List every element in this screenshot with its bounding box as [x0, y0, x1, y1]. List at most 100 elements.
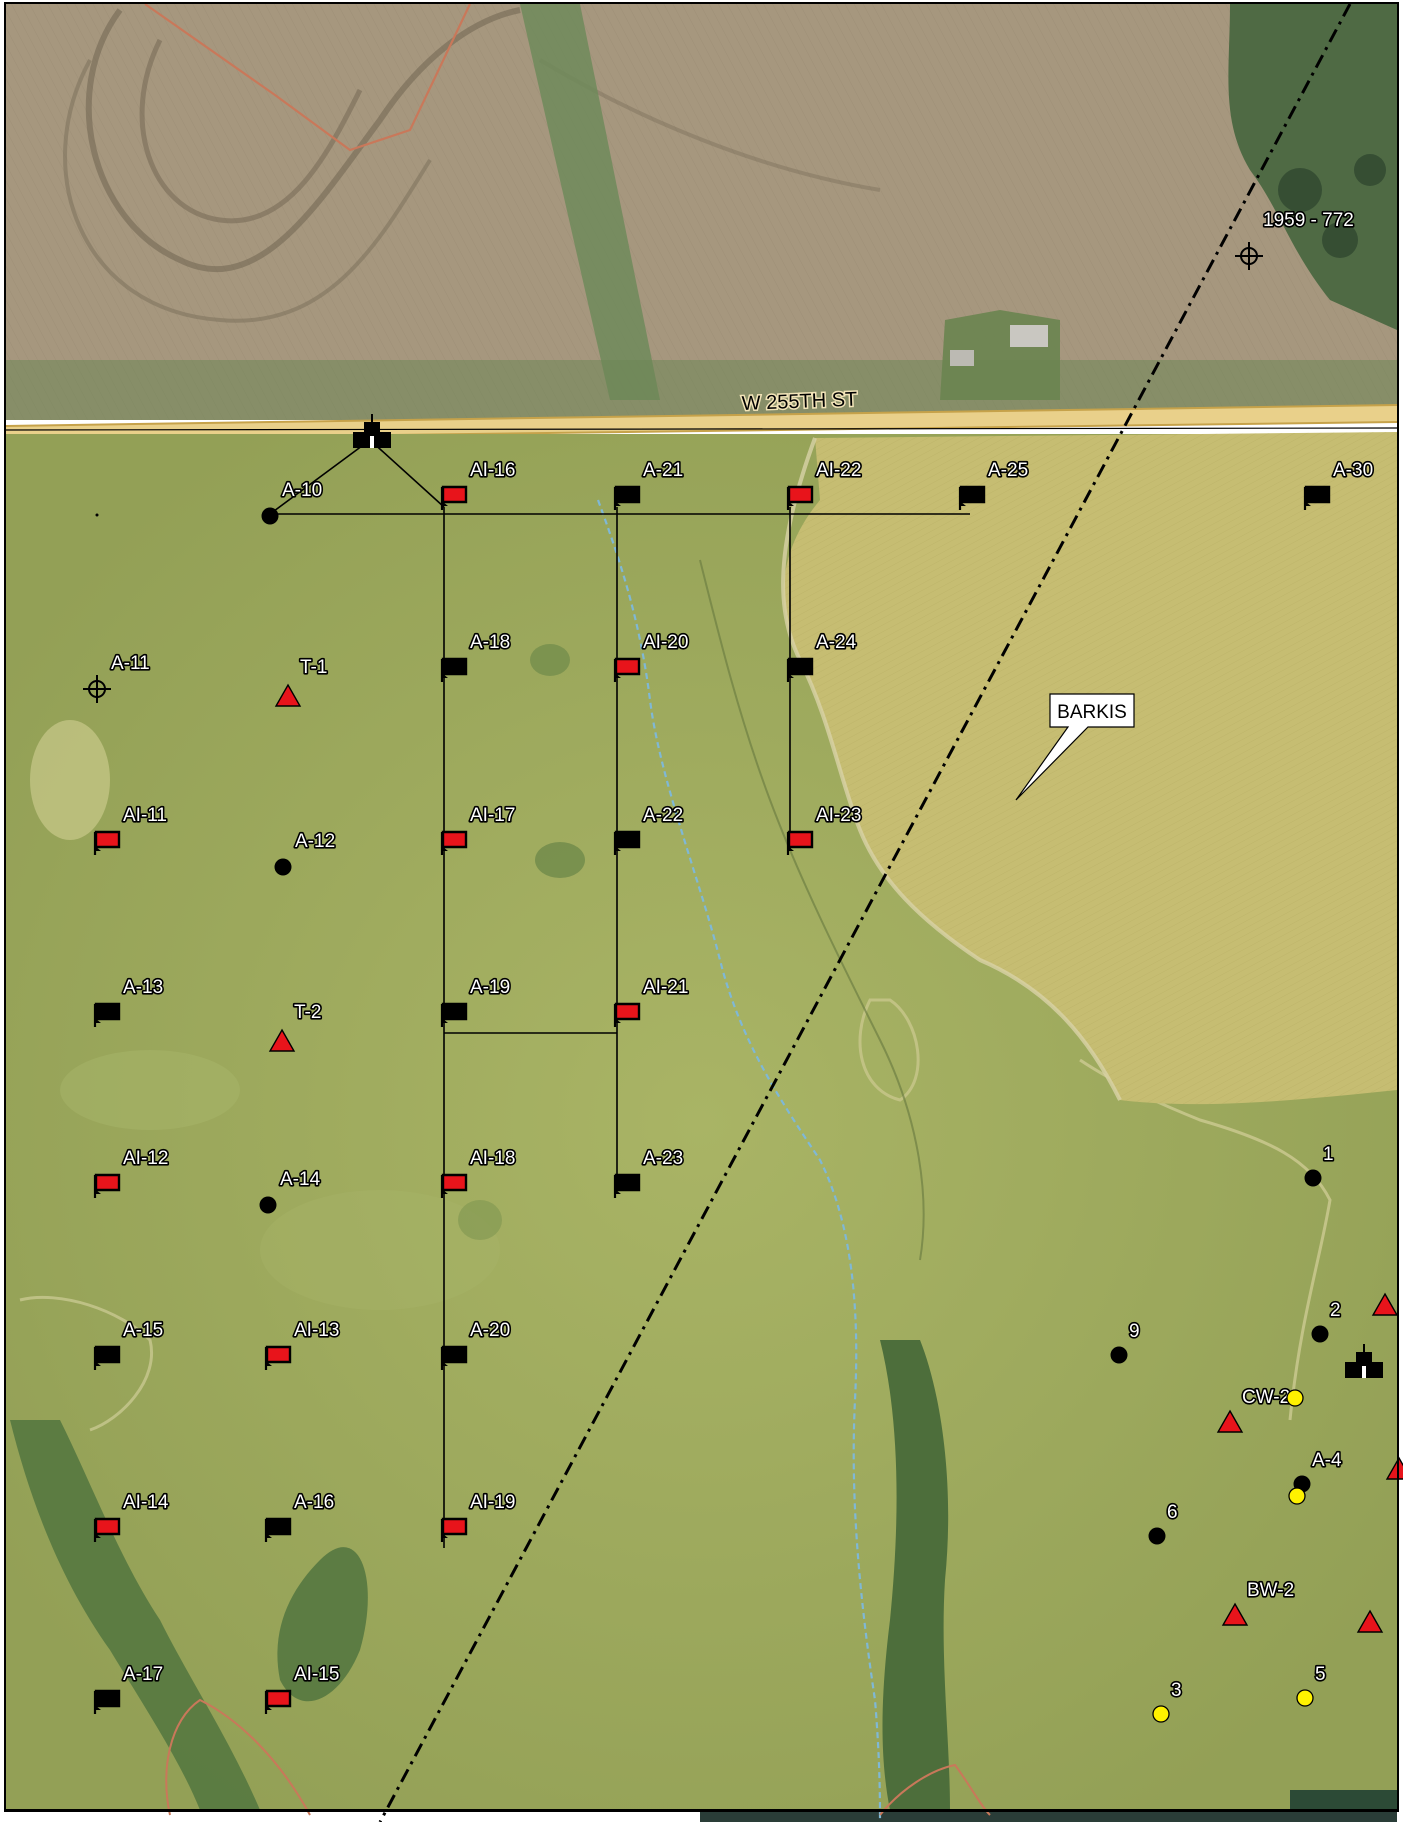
- flag-marker-icon: [1303, 485, 1331, 510]
- map-feature[interactable]: A-14: [259, 1167, 322, 1214]
- triangle-marker-icon[interactable]: [1356, 1609, 1384, 1633]
- feature-label: A-22: [643, 805, 683, 826]
- map-feature[interactable]: AI-17: [440, 803, 517, 855]
- triangle-marker-icon[interactable]: [1371, 1292, 1399, 1316]
- triangle-marker-icon: [1221, 1602, 1249, 1626]
- flag-marker-icon: [264, 1689, 292, 1714]
- map-feature[interactable]: A-20: [440, 1318, 512, 1370]
- facility-building-icon[interactable]: [1345, 1344, 1383, 1378]
- map-feature[interactable]: T-1: [274, 655, 329, 707]
- feature-label: 3: [1171, 1680, 1182, 1701]
- feature-label: A-23: [643, 1148, 683, 1169]
- feature-label: A-14: [280, 1169, 321, 1190]
- feature-label: AI-15: [294, 1664, 339, 1685]
- map-feature[interactable]: AI-11: [93, 803, 169, 855]
- map-feature[interactable]: AI-15: [264, 1662, 341, 1714]
- feature-label: AI-20: [643, 632, 688, 653]
- flag-marker-icon: [264, 1345, 292, 1370]
- north-field: [6, 4, 1397, 420]
- feature-label: A-21: [643, 460, 683, 481]
- map-feature[interactable]: A-21: [613, 458, 685, 510]
- map-feature[interactable]: A-18: [440, 630, 512, 682]
- flag-marker-icon: [93, 1517, 121, 1542]
- map-feature[interactable]: AI-19: [440, 1490, 517, 1542]
- parcel-boundary-south: [165, 1698, 311, 1816]
- small-point: [95, 513, 99, 517]
- map-feature[interactable]: A-23: [613, 1146, 685, 1198]
- point-marker-icon[interactable]: [1286, 1389, 1304, 1407]
- flag-marker-icon: [440, 1517, 468, 1542]
- flag-marker-icon: [440, 1002, 468, 1027]
- flag-marker-icon: [613, 830, 641, 855]
- map-feature[interactable]: BW-2: [1221, 1578, 1296, 1626]
- road-label: W 255TH ST: [741, 389, 857, 415]
- flag-marker-icon: [786, 830, 814, 855]
- map-feature[interactable]: 1959 - 772: [1235, 208, 1355, 270]
- map-feature[interactable]: T-2: [268, 1000, 323, 1052]
- feature-label: A-25: [988, 460, 1028, 481]
- feature-label: T-2: [294, 1002, 321, 1023]
- map-feature[interactable]: A-16: [264, 1490, 336, 1542]
- feature-label: 2: [1330, 1300, 1341, 1321]
- map-feature[interactable]: CW-2: [1216, 1385, 1292, 1433]
- feature-label: A-10: [282, 480, 322, 501]
- map-feature[interactable]: A-13: [93, 975, 165, 1027]
- feature-label: A-4: [1312, 1450, 1342, 1471]
- map-feature[interactable]: AI-16: [440, 458, 517, 510]
- point-marker-icon: [1296, 1689, 1314, 1707]
- map-feature[interactable]: A-30: [1303, 458, 1375, 510]
- map-feature[interactable]: A-15: [93, 1318, 165, 1370]
- map-feature[interactable]: 6: [1148, 1500, 1179, 1545]
- point-marker-icon: [1148, 1527, 1166, 1545]
- map-feature[interactable]: A-12: [274, 829, 337, 876]
- map-feature[interactable]: 9: [1110, 1319, 1141, 1364]
- map-feature[interactable]: AI-18: [440, 1146, 517, 1198]
- map-feature[interactable]: A-25: [958, 458, 1030, 510]
- flag-marker-icon: [613, 1173, 641, 1198]
- flag-marker-icon: [958, 485, 986, 510]
- feature-label: A-12: [295, 831, 335, 852]
- map-feature[interactable]: 3: [1152, 1678, 1183, 1723]
- feature-label: A-18: [470, 632, 510, 653]
- map-feature[interactable]: A-17: [93, 1662, 165, 1714]
- map-feature[interactable]: A-19: [440, 975, 512, 1027]
- feature-label: A-19: [470, 977, 510, 998]
- flag-marker-icon: [786, 485, 814, 510]
- parcel-callout[interactable]: BARKIS: [1015, 693, 1135, 801]
- feature-label: A-17: [123, 1664, 163, 1685]
- map-feature[interactable]: AI-14: [93, 1490, 170, 1542]
- feature-label: AI-14: [123, 1492, 169, 1513]
- map-feature[interactable]: A-11: [83, 651, 151, 703]
- feature-label: A-13: [123, 977, 163, 998]
- map-feature[interactable]: AI-22: [786, 458, 863, 510]
- drainage-channel: [699, 559, 925, 1261]
- flag-marker-icon: [264, 1517, 292, 1542]
- map-feature[interactable]: 5: [1296, 1662, 1327, 1707]
- flag-marker-icon: [440, 1173, 468, 1198]
- flag-marker-icon: [93, 1002, 121, 1027]
- feature-label: A-24: [816, 632, 857, 653]
- map-feature[interactable]: AI-12: [93, 1146, 170, 1198]
- map-feature[interactable]: AI-21: [613, 975, 690, 1027]
- point-marker-icon[interactable]: [1288, 1487, 1306, 1505]
- facility-building-icon[interactable]: [353, 414, 391, 448]
- feature-label: A-15: [123, 1320, 163, 1341]
- map-feature[interactable]: AI-13: [264, 1318, 341, 1370]
- map-feature[interactable]: 2: [1311, 1298, 1342, 1343]
- feature-label: AI-12: [123, 1148, 168, 1169]
- crop-field-barkis: [781, 432, 1397, 1105]
- map-feature[interactable]: A-4: [1293, 1448, 1344, 1493]
- map-feature[interactable]: A-22: [613, 803, 685, 855]
- parcel-boundary-north: [144, 3, 471, 152]
- map-feature[interactable]: 1: [1304, 1142, 1335, 1187]
- map-feature[interactable]: AI-20: [613, 630, 690, 682]
- feature-label: AI-16: [470, 460, 515, 481]
- point-marker-icon: [1110, 1346, 1128, 1364]
- map-feature[interactable]: AI-23: [786, 803, 863, 855]
- feature-label: 6: [1167, 1502, 1178, 1523]
- map-feature[interactable]: A-24: [786, 630, 858, 682]
- crosshair-marker-icon: [83, 675, 111, 703]
- map-feature[interactable]: A-10: [261, 478, 324, 525]
- feature-label: AI-23: [816, 805, 861, 826]
